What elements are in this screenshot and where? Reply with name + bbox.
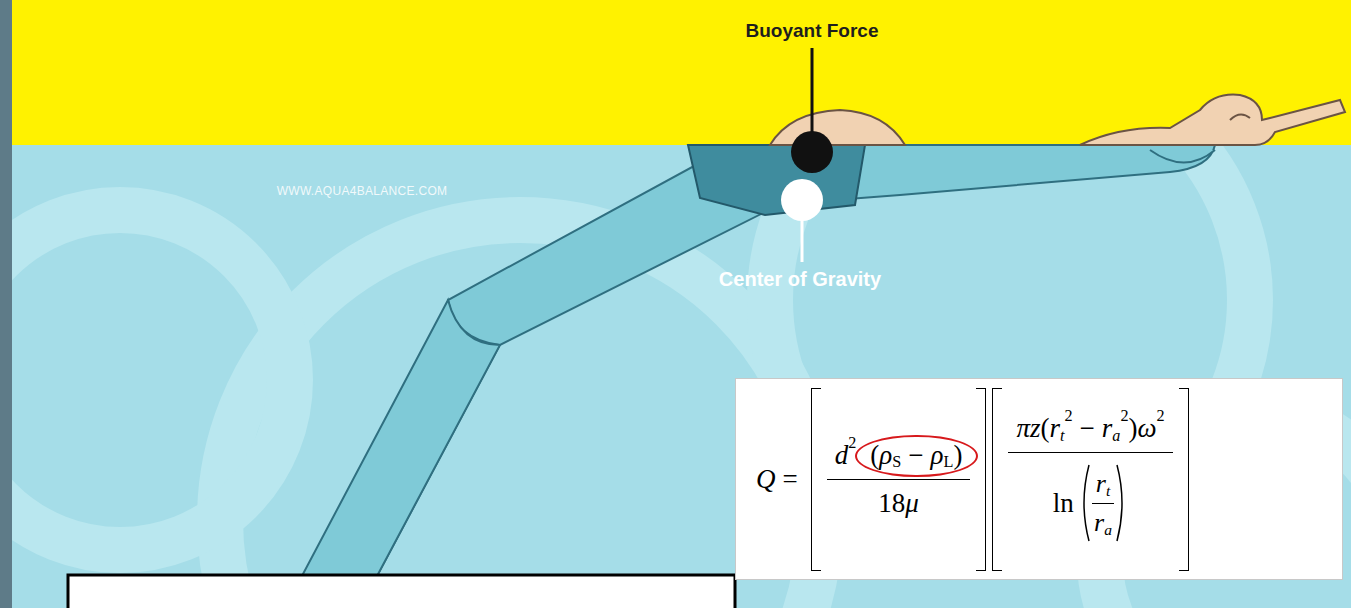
bracket-group: d2(ρS−ρL)18μ bbox=[811, 388, 987, 571]
bracket-right bbox=[976, 388, 986, 571]
formula-term: ln bbox=[1053, 490, 1074, 517]
formula-term: ρ bbox=[879, 442, 892, 469]
bracket-right bbox=[1179, 388, 1189, 571]
formula-term: 2 bbox=[1120, 408, 1128, 424]
formula-term: t bbox=[1060, 428, 1065, 444]
formula-term: Q bbox=[756, 466, 776, 493]
leader-line bbox=[811, 48, 814, 140]
formula-term: ρ bbox=[931, 442, 944, 469]
bracket-group: πz(rt2−ra2)ω2lnrtra bbox=[992, 388, 1188, 571]
formula-term: a bbox=[1112, 428, 1120, 444]
formula-term: 2 bbox=[1157, 408, 1165, 424]
numerator: rt bbox=[1092, 471, 1114, 504]
formula-term: d bbox=[835, 442, 849, 469]
numerator: d2(ρS−ρL) bbox=[827, 442, 971, 480]
formula-term: 2 bbox=[848, 435, 856, 451]
force-label: Center of Gravity bbox=[719, 268, 881, 291]
bracket-left bbox=[811, 388, 821, 571]
formula-term: = bbox=[783, 466, 798, 493]
denominator: ra bbox=[1094, 504, 1112, 536]
numerator: πz(rt2−ra2)ω2 bbox=[1008, 415, 1172, 453]
left-strip bbox=[0, 0, 12, 608]
formula-term: L bbox=[944, 454, 954, 470]
formula-term: a bbox=[1104, 522, 1112, 538]
formula-term: r bbox=[1096, 471, 1106, 497]
formula-term: − bbox=[1080, 415, 1095, 442]
formula-term: 2 bbox=[1064, 408, 1072, 424]
fraction: rtra bbox=[1092, 471, 1114, 536]
bracket-left bbox=[992, 388, 1002, 571]
formula-box: Q=d2(ρS−ρL)18μπz(rt2−ra2)ω2lnrtra bbox=[735, 378, 1343, 580]
hand bbox=[1150, 150, 1215, 163]
empty-box bbox=[68, 575, 735, 608]
big-parenthesis bbox=[1114, 463, 1128, 543]
fraction: d2(ρS−ρL)18μ bbox=[827, 442, 971, 517]
parenthesis-stroke bbox=[1084, 465, 1089, 541]
formula-term: μ bbox=[905, 490, 919, 517]
buoyancy-dot bbox=[791, 131, 833, 173]
formula-term: 18 bbox=[878, 490, 905, 517]
formula-term: ) bbox=[953, 442, 962, 469]
formula-term: S bbox=[892, 454, 901, 470]
watermark: WWW.AQUA4BALANCE.COM bbox=[277, 184, 448, 198]
big-parenthesis bbox=[1078, 463, 1092, 543]
shorts bbox=[688, 145, 865, 215]
formula-term: ( bbox=[1040, 415, 1049, 442]
formula-term: r bbox=[1094, 510, 1104, 536]
formula-term: ( bbox=[870, 442, 879, 469]
formula-term: πz bbox=[1016, 415, 1040, 442]
parenthesis-stroke bbox=[1117, 465, 1122, 541]
head-and-arms bbox=[1080, 95, 1345, 145]
formula-term: r bbox=[1049, 415, 1060, 442]
formula-term: t bbox=[1106, 483, 1110, 499]
fraction: πz(rt2−ra2)ω2lnrtra bbox=[1008, 415, 1172, 543]
denominator: lnrtra bbox=[1053, 453, 1128, 543]
gravity-dot bbox=[781, 179, 823, 221]
face-line bbox=[1230, 114, 1250, 120]
formula-row: Q=d2(ρS−ρL)18μπz(rt2−ra2)ω2lnrtra bbox=[736, 379, 1342, 579]
denominator: 18μ bbox=[878, 480, 919, 517]
air-band bbox=[12, 0, 1351, 145]
formula-term: r bbox=[1102, 415, 1113, 442]
formula-term: − bbox=[908, 442, 923, 469]
shin bbox=[285, 300, 500, 608]
formula-term: ω bbox=[1138, 415, 1157, 442]
swirl bbox=[0, 210, 290, 550]
force-label: Buoyant Force bbox=[745, 20, 878, 42]
formula-term: ) bbox=[1129, 415, 1138, 442]
belly bbox=[770, 110, 905, 145]
